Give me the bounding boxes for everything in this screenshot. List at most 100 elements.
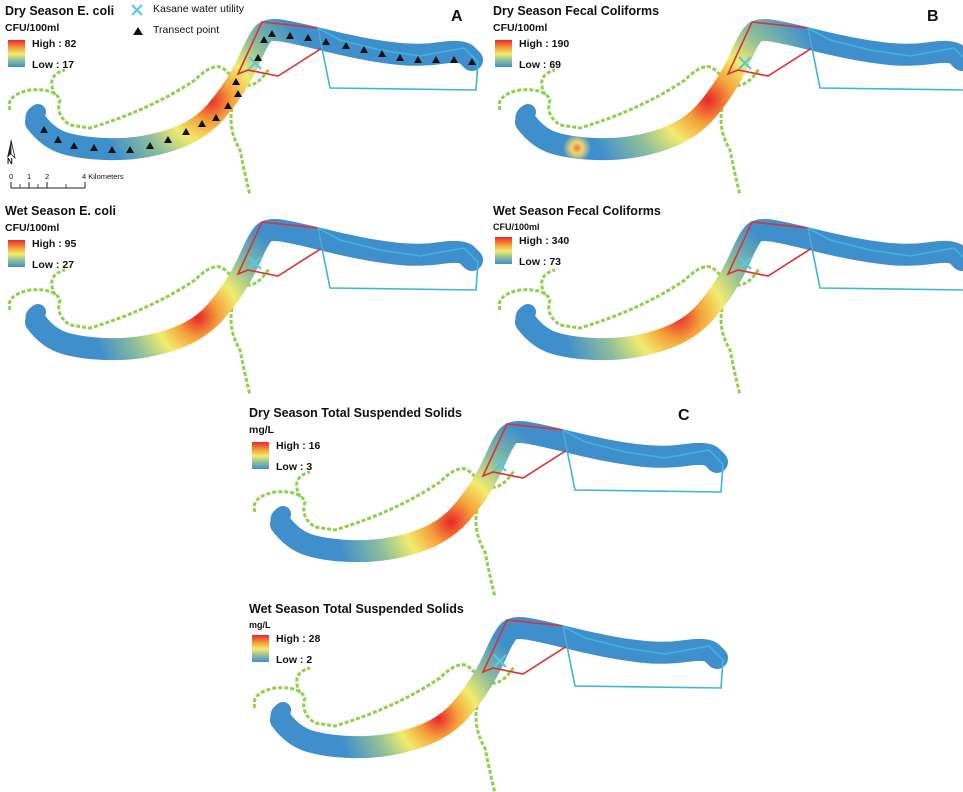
scale-tick-1: 1 (27, 172, 32, 181)
map-canvas (497, 19, 963, 196)
panel-dry-ecoli: Dry Season E. coli CFU/100ml High : 82 L… (0, 0, 490, 196)
map-canvas (252, 617, 728, 792)
utility-marker-icon (493, 654, 507, 668)
transect-point (40, 126, 48, 133)
transect-point (212, 114, 220, 121)
legend-low: Low : 17 (32, 59, 75, 71)
legend-high: High : 340 (519, 235, 570, 247)
zone-blue (316, 226, 479, 291)
river-heatmap (270, 421, 728, 563)
north-label: N (7, 157, 13, 166)
zone-blue (316, 26, 479, 91)
scale-tick-4: 4 Kilometers (82, 172, 124, 181)
legend-unit: CFU/100ml (493, 222, 540, 232)
panel-wet-ecoli: Wet Season E. coli CFU/100ml High : 95 L… (0, 200, 490, 396)
transect-point (90, 144, 98, 151)
transect-point (342, 42, 350, 49)
river-west-end (270, 506, 293, 538)
panel-title: Dry Season Fecal Coliforms (493, 4, 660, 18)
map-canvas (497, 219, 963, 396)
panel-wet-tss: Wet Season Total Suspended Solids mg/L H… (245, 598, 728, 792)
legend-low: Low : 2 (276, 654, 313, 666)
transect-point (182, 128, 190, 135)
utility-marker-icon (248, 256, 262, 270)
transect-point (468, 58, 476, 65)
key-transect-label: Transect point (153, 24, 220, 36)
legend-high: High : 95 (32, 238, 77, 250)
panel-wet-fecal: Wet Season Fecal Coliforms CFU/100ml Hig… (490, 200, 963, 396)
panel-title: Dry Season Total Suspended Solids (249, 406, 463, 420)
transect-point (268, 30, 276, 37)
panel-title: Wet Season Fecal Coliforms (493, 204, 661, 218)
map-canvas (252, 421, 728, 598)
transect-point (224, 102, 232, 109)
transect-point (304, 34, 312, 41)
legend-unit: mg/L (249, 620, 271, 630)
legend-color-ramp (252, 635, 269, 662)
legend-unit: mg/L (249, 424, 275, 436)
transect-point (396, 54, 404, 61)
river-heatmap (515, 219, 963, 361)
transect-point (108, 146, 116, 153)
river-heatmap (270, 617, 728, 759)
river-west-end (515, 104, 538, 136)
transect-point (232, 78, 240, 85)
transect-point (450, 56, 458, 63)
utility-marker-icon (738, 256, 752, 270)
transect-point (234, 90, 242, 97)
panel-title: Wet Season Total Suspended Solids (249, 602, 464, 616)
transect-marker-key-icon (133, 27, 143, 35)
river-west-end (25, 104, 48, 136)
transect-point (126, 146, 134, 153)
transect-point (70, 142, 78, 149)
panel-letter-b: B (927, 8, 939, 25)
north-arrow-icon (7, 139, 16, 160)
key-utility-label: Kasane water utility (153, 3, 245, 15)
transect-point (198, 120, 206, 127)
transect-point (260, 36, 268, 43)
scale-tick-0: 0 (9, 172, 14, 181)
panel-title: Wet Season E. coli (5, 204, 116, 218)
legend-color-ramp (8, 40, 25, 67)
zone-blue (806, 226, 963, 291)
scale-tick-2: 2 (45, 172, 50, 181)
legend-unit: CFU/100ml (5, 222, 60, 234)
transect-point (432, 56, 440, 63)
legend-high: High : 190 (519, 38, 570, 50)
legend-high: High : 16 (276, 440, 321, 452)
utility-marker-icon (738, 56, 752, 70)
zone-blue (806, 26, 963, 91)
panel-title: Dry Season E. coli (5, 4, 115, 18)
map-canvas (7, 219, 483, 396)
scale-bar (10, 182, 86, 189)
transect-point (164, 136, 172, 143)
legend-color-ramp (495, 40, 512, 67)
transect-point (286, 32, 294, 39)
legend-low: Low : 73 (519, 256, 562, 268)
utility-marker-key-icon (131, 4, 143, 16)
transect-point (360, 46, 368, 53)
utility-marker-icon (493, 458, 507, 472)
legend-color-ramp (495, 237, 512, 264)
panel-letter-a: A (451, 8, 463, 25)
river-heatmap (25, 219, 483, 361)
panel-dry-tss: Dry Season Total Suspended Solids mg/L H… (245, 402, 728, 598)
legend-low: Low : 27 (32, 259, 75, 271)
legend-unit: CFU/100ml (5, 22, 60, 34)
legend-low: Low : 3 (276, 461, 313, 473)
panel-dry-fecal: Dry Season Fecal Coliforms CFU/100ml Hig… (490, 0, 963, 196)
river-heatmap (25, 19, 483, 161)
legend-high: High : 28 (276, 633, 321, 645)
river-hotspot-secondary (515, 111, 706, 161)
transect-point (414, 56, 422, 63)
legend-color-ramp (8, 240, 25, 267)
legend-unit: CFU/100ml (493, 22, 548, 34)
transect-point (378, 50, 386, 57)
legend-high: High : 82 (32, 38, 77, 50)
river-west-end (515, 304, 538, 336)
transect-point (254, 54, 262, 61)
zone-blue (561, 624, 724, 689)
river-west-end (270, 702, 293, 734)
legend-color-ramp (252, 442, 269, 469)
transect-point (146, 142, 154, 149)
